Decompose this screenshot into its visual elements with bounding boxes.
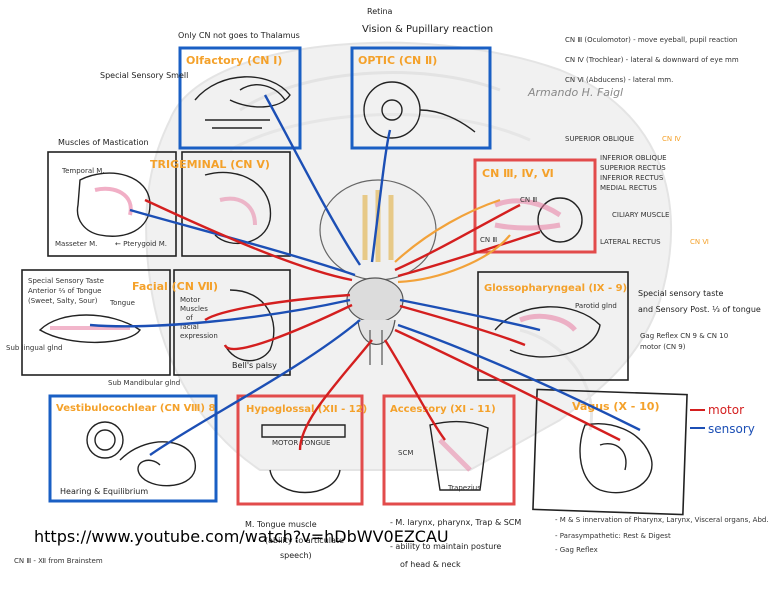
sensory-legend-label: sensory (708, 422, 755, 436)
optic-title: OPTIC (CN Ⅱ) (358, 54, 437, 67)
cn3-small-label: CN Ⅲ (480, 236, 497, 244)
vestibulocochlear-box: Vestibulocochlear (CN Ⅷ) 8 Hearing & Equ… (48, 394, 218, 503)
inferior-rectus-label: INFERIOR RECTUS (600, 174, 664, 182)
glosso-note-2: and Sensory Post. ⅓ of tongue (638, 305, 761, 314)
vagus-note-2: - Parasympathetic: Rest & Digest (555, 532, 671, 540)
glosso-note-1: Special sensory taste (638, 289, 724, 298)
cn6-tag: CN Ⅵ (690, 238, 709, 246)
glossopharyngeal-box: Glossopharyngeal (IX - 9) Parotid glnd S… (477, 271, 761, 381)
accessory-caption-3: of head & neck (400, 560, 461, 569)
hypoglossal-caption-1: M. Tongue muscle (245, 520, 317, 529)
muscles-of-mastication: Muscles of Mastication (58, 138, 149, 147)
vagus-note-3: - Gag Reflex (555, 546, 598, 554)
cn3-tag: CN Ⅲ (520, 196, 537, 204)
hypoglossal-caption-3: speech) (280, 551, 312, 560)
medial-rectus-label: MEDIAL RECTUS (600, 184, 657, 192)
parotid-label: Parotid glnd (575, 302, 617, 310)
facial-note-1: Special Sensory Taste (28, 277, 104, 285)
pterygoid-m-label: ← Pterygoid M. (115, 240, 167, 248)
youtube-link[interactable]: https://www.youtube.com/watch?v=hDbWV0EZ… (34, 527, 449, 546)
superior-oblique-label: SUPERIOR OBLIQUE (565, 135, 634, 143)
facial-motor-4: facial (180, 323, 199, 331)
facial-motor-3: of (186, 314, 193, 322)
trigeminal-box: Muscles of Mastication TRIGEMINAL (CN Ⅴ)… (47, 138, 291, 257)
masseter-m-label: Masseter M. (55, 240, 97, 248)
cn3-4-6-title: CN Ⅲ, Ⅳ, Ⅵ (482, 167, 554, 180)
cn6-legend: CN Ⅵ (Abducens) - lateral mm. (565, 76, 673, 84)
motor-sensory-legend: motor sensory (690, 403, 755, 436)
hearing-equilibrium: Hearing & Equilibrium (60, 487, 148, 496)
facial-motor-5: expression (180, 332, 218, 340)
only-cn-note: Only CN not goes to Thalamus (178, 31, 300, 40)
brainstem-note: CN Ⅲ - Ⅻ from Brainstem (14, 557, 103, 565)
temporal-m-label: Temporal M. (61, 167, 105, 175)
olfactory-box: Olfactory (CN Ⅰ) Special Sensory Smell (100, 46, 302, 150)
sublingual-label: Sub lingual glnd (6, 344, 62, 352)
vagus-title: Vagus (X - 10) (572, 400, 659, 413)
olfactory-title: Olfactory (CN Ⅰ) (186, 54, 282, 67)
vision-reaction-label: Vision & Pupillary reaction (362, 24, 493, 35)
scm-label: SCM (398, 449, 413, 457)
glosso-note-3: Gag Reflex CN 9 & CN 10 (640, 332, 728, 340)
submandibular-label: Sub Mandibular glnd (108, 379, 180, 387)
facial-motor-2: Muscles (180, 305, 208, 313)
facial-motor-1: Motor (180, 296, 200, 304)
youtube-url-text[interactable]: https://www.youtube.com/watch?v=hDbWV0EZ… (34, 527, 449, 546)
facial-title: Facial (CN Ⅶ) (132, 280, 218, 293)
cn3-legend: CN Ⅲ (Oculomotor) - move eyeball, pupil … (565, 36, 738, 44)
vagus-box: Vagus (X - 10) - M & S innervation of Ph… (532, 388, 768, 554)
vestibulocochlear-title: Vestibulocochlear (CN Ⅷ) 8 (56, 403, 215, 414)
accessory-box: Accessory (XI - 11) SCM Trapezius - M. l… (382, 394, 521, 569)
optic-box: OPTIC (CN Ⅱ) (350, 46, 492, 150)
retina-label: Retina (367, 7, 393, 16)
inferior-oblique-label: INFERIOR OBLIQUE (600, 154, 667, 162)
accessory-caption-2: - ability to maintain posture (390, 542, 501, 551)
special-sensory-smell: Special Sensory Smell (100, 71, 188, 80)
hypoglossal-title: Hypoglossal (XII - 12) (246, 404, 367, 415)
tongue-label: Tongue (109, 299, 135, 307)
vagus-note-1: - M & S innervation of Pharynx, Larynx, … (555, 516, 768, 524)
motor-legend-label: motor (708, 403, 744, 417)
accessory-caption-1: - M. larynx, pharynx, Trap & SCM (390, 518, 521, 527)
facial-note-2: Anterior ⅔ of Tongue (28, 287, 101, 295)
hypoglossal-caption-2: (ability to articulate (265, 536, 344, 545)
trigeminal-title: TRIGEMINAL (CN Ⅴ) (150, 158, 270, 171)
lateral-rectus-label: LATERAL RECTUS (600, 238, 661, 246)
facial-box: Facial (CN Ⅶ) Special Sensory Taste Ante… (6, 269, 291, 387)
author-signature: Armando H. Faigl (527, 86, 623, 99)
brainstem (319, 179, 437, 365)
cn4-legend: CN Ⅳ (Trochlear) - lateral & downward of… (565, 56, 739, 64)
cn4-tag: CN Ⅳ (662, 135, 681, 143)
accessory-title: Accessory (XI - 11) (390, 404, 496, 415)
facial-note-3: (Sweet, Salty, Sour) (28, 297, 98, 305)
superior-rectus-label: SUPERIOR RECTUS (600, 164, 666, 172)
glosso-note-4: motor (CN 9) (640, 343, 686, 351)
ciliary-muscle-label: CILIARY MUSCLE (612, 211, 669, 219)
trapezius-label: Trapezius (447, 484, 481, 492)
glossopharyngeal-title: Glossopharyngeal (IX - 9) (484, 283, 627, 294)
nerve-paths (89, 94, 641, 456)
cn3-4-6-box: CN Ⅲ, Ⅳ, Ⅵ CN Ⅲ CN Ⅲ SUPERIOR OBLIQUE CN… (473, 135, 709, 254)
bells-palsy-label: Bell's palsy (232, 361, 277, 370)
